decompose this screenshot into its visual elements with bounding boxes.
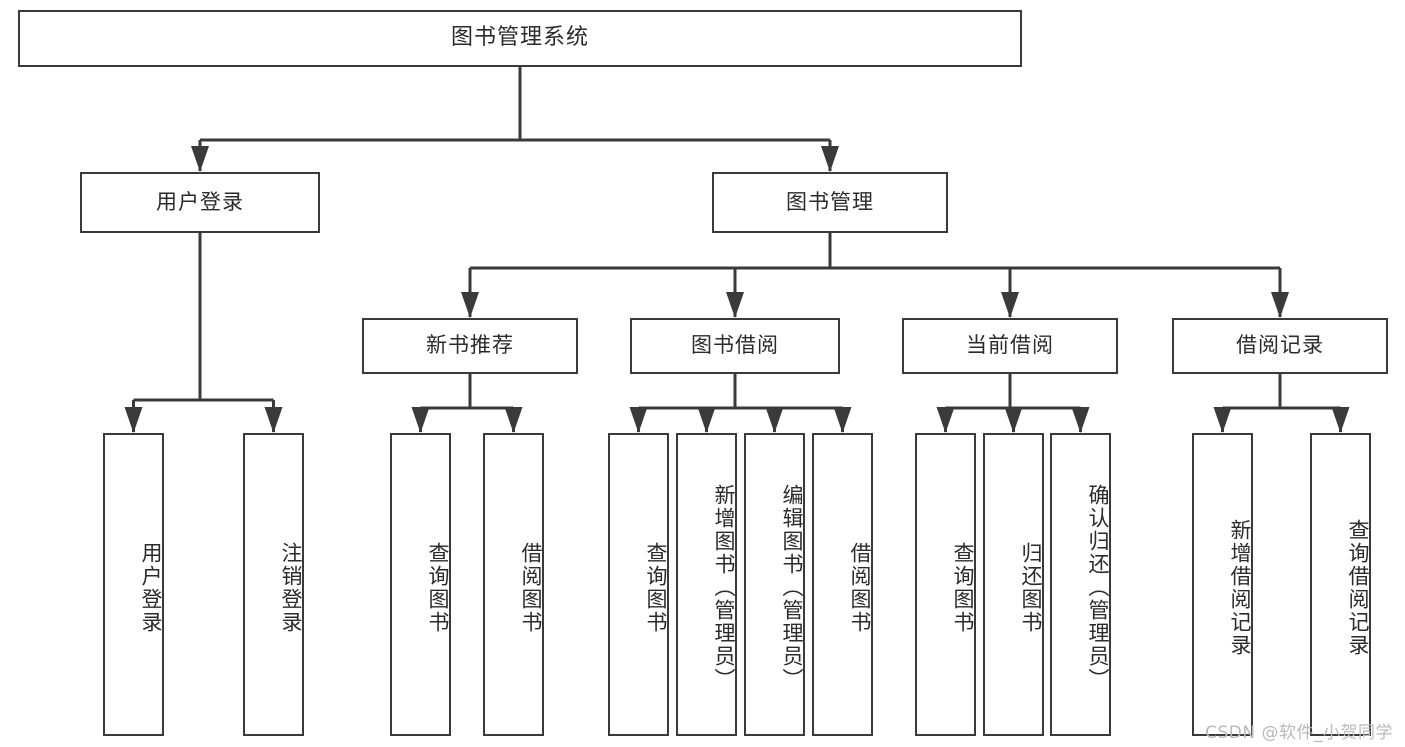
bookmgmt-to-level2-arrowhead-2 xyxy=(1001,292,1019,318)
newbook-to-leaves-arrowhead-0 xyxy=(411,407,430,433)
node-leaf_6[interactable]: 编辑图书（管理员） xyxy=(744,433,805,736)
node-l1_1[interactable]: 图书管理 xyxy=(712,172,948,233)
node-label: 确认归还（管理员） xyxy=(1086,484,1110,691)
node-label: 新增图书（管理员） xyxy=(712,484,736,691)
node-label: 图书管理 xyxy=(786,189,874,214)
node-l2_3[interactable]: 借阅记录 xyxy=(1172,318,1388,374)
records-to-leaves-arrowhead-0 xyxy=(1213,407,1232,433)
node-l2_0[interactable]: 新书推荐 xyxy=(362,318,578,374)
records-to-leaves-arrowhead-1 xyxy=(1331,407,1350,433)
borrow-to-leaves-arrowhead-0 xyxy=(629,407,648,433)
login-to-leaves-arrowhead-1 xyxy=(264,407,283,433)
root-to-level1-arrowhead-1 xyxy=(821,146,839,172)
node-label: 注销登录 xyxy=(279,541,303,634)
node-leaf_9[interactable]: 归还图书 xyxy=(983,433,1044,736)
node-label: 新增借阅记录 xyxy=(1228,518,1252,657)
node-leaf_12[interactable]: 查询借阅记录 xyxy=(1310,433,1371,736)
node-label: 新书推荐 xyxy=(426,333,514,358)
current-to-leaves-arrowhead-0 xyxy=(936,407,955,433)
node-leaf_4[interactable]: 查询图书 xyxy=(608,433,669,736)
node-label: 查询图书 xyxy=(426,541,450,634)
node-label: 查询图书 xyxy=(951,541,975,634)
node-label: 当前借阅 xyxy=(966,333,1054,358)
root-to-level1-arrowhead-0 xyxy=(191,146,209,172)
borrow-to-leaves-arrowhead-1 xyxy=(697,407,716,433)
node-leaf_11[interactable]: 新增借阅记录 xyxy=(1192,433,1253,736)
node-leaf_10[interactable]: 确认归还（管理员） xyxy=(1050,433,1111,736)
node-label: 用户登录 xyxy=(139,541,163,634)
bookmgmt-to-level2-arrowhead-0 xyxy=(461,292,479,318)
node-label: 编辑图书（管理员） xyxy=(780,484,804,691)
node-leaf_2[interactable]: 查询图书 xyxy=(390,433,451,736)
node-leaf_5[interactable]: 新增图书（管理员） xyxy=(676,433,737,736)
current-to-leaves-arrowhead-1 xyxy=(1004,407,1023,433)
node-leaf_3[interactable]: 借阅图书 xyxy=(483,433,544,736)
borrow-to-leaves-arrowhead-2 xyxy=(765,407,784,433)
node-root[interactable]: 图书管理系统 xyxy=(18,10,1022,67)
borrow-to-leaves-arrowhead-3 xyxy=(833,407,852,433)
node-label: 用户登录 xyxy=(156,189,244,214)
node-label: 图书借阅 xyxy=(691,333,779,358)
node-label: 借阅图书 xyxy=(848,541,872,634)
bookmgmt-to-level2-arrowhead-3 xyxy=(1271,292,1289,318)
node-label: 查询借阅记录 xyxy=(1346,518,1370,657)
node-leaf_7[interactable]: 借阅图书 xyxy=(812,433,873,736)
node-label: 借阅图书 xyxy=(519,541,543,634)
node-leaf_0[interactable]: 用户登录 xyxy=(103,433,164,736)
node-label: 借阅记录 xyxy=(1236,333,1324,358)
node-label: 查询图书 xyxy=(644,541,668,634)
node-leaf_1[interactable]: 注销登录 xyxy=(243,433,304,736)
newbook-to-leaves-arrowhead-1 xyxy=(504,407,523,433)
current-to-leaves-arrowhead-2 xyxy=(1071,407,1090,433)
node-label: 图书管理系统 xyxy=(450,25,589,51)
node-l2_1[interactable]: 图书借阅 xyxy=(630,318,840,374)
login-to-leaves-arrowhead-0 xyxy=(124,407,143,433)
node-label: 归还图书 xyxy=(1019,541,1043,634)
node-l2_2[interactable]: 当前借阅 xyxy=(902,318,1118,374)
bookmgmt-to-level2-arrowhead-1 xyxy=(726,292,744,318)
node-l1_0[interactable]: 用户登录 xyxy=(80,172,320,233)
node-leaf_8[interactable]: 查询图书 xyxy=(915,433,976,736)
